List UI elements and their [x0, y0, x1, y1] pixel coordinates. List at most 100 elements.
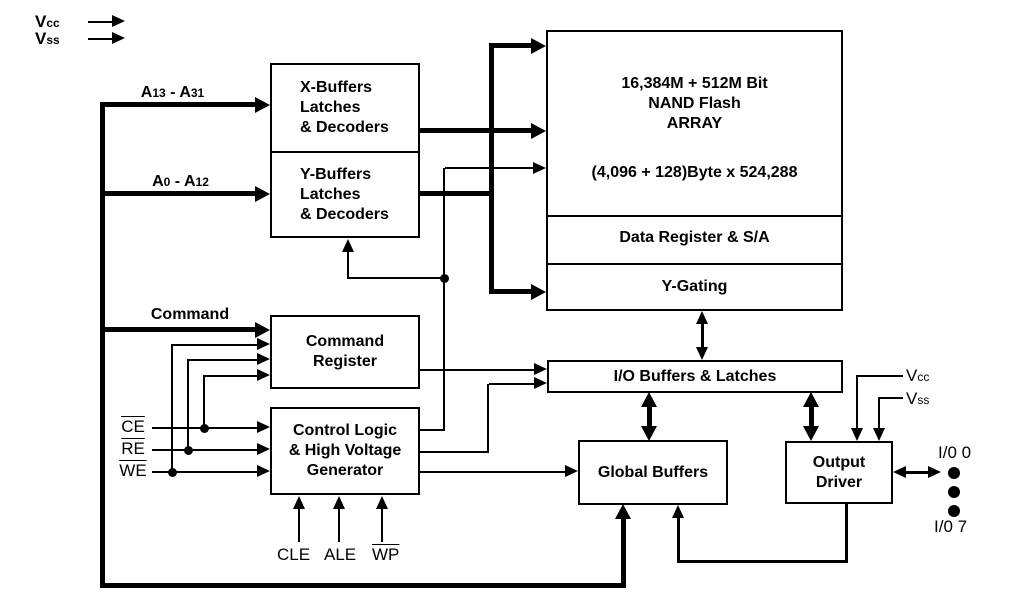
vss-top-arrowhead-icon: [112, 32, 125, 44]
vcc-top-sub: cc: [46, 16, 60, 30]
odrv-feedback-wire-h: [677, 560, 848, 563]
output-driver-label: Output Driver: [812, 453, 866, 491]
vss-top-sub: ss: [46, 33, 60, 47]
ce-branch-wire: [203, 375, 257, 377]
output-driver-box: Output Driver: [785, 441, 893, 504]
io-pin-dot: [948, 505, 960, 517]
re-arrowhead-icon: [257, 443, 270, 455]
ygating-iobuf-wire: [701, 322, 704, 349]
ale-arrowhead-icon: [333, 496, 345, 509]
global-buffers-label: Global Buffers: [597, 463, 709, 481]
a-low-arrowhead-icon: [255, 186, 270, 202]
re-branch-arrowhead-icon: [257, 353, 270, 365]
trunk-arrowhead-icon: [615, 504, 631, 519]
io-pin-first-label: I/0 0: [938, 443, 972, 462]
wp-label: WP: [372, 545, 400, 564]
io-pin-last-label: I/0 7: [934, 517, 968, 536]
ctrl-array-wire: [445, 167, 533, 169]
ce-branch-riser: [203, 376, 205, 428]
command-wire: [105, 327, 255, 332]
we-arrowhead-icon: [257, 465, 270, 477]
x-buffers-label: X-Buffers Latches & Decoders: [300, 79, 389, 136]
ctrl-out2-wire-b: [487, 384, 489, 453]
ybuf-branch-arrowhead-icon: [342, 239, 354, 252]
iobuf-odrv-wire: [809, 405, 814, 428]
ale-label: ALE: [324, 545, 357, 564]
vcc-top-wire: [88, 21, 114, 23]
array-top-wire: [494, 43, 531, 48]
vss-top-wire: [88, 38, 114, 40]
re-label: RE: [121, 439, 145, 458]
a-low-wire: [105, 191, 255, 196]
vcc-right-arrowhead-icon: [851, 428, 863, 441]
y-gating-arrowhead-icon: [531, 284, 546, 300]
iobuf-gbuf-down-arrowhead-icon: [641, 426, 657, 441]
re-branch-riser: [187, 360, 189, 450]
odrv-pins-right-arrowhead-icon: [928, 466, 941, 478]
a-high-wire: [105, 102, 255, 107]
io-buffers-box: I/O Buffers & Latches: [547, 360, 843, 393]
command-label: Command: [150, 306, 230, 323]
ctrl-gbuf-wire: [420, 471, 565, 473]
ale-wire: [338, 509, 340, 542]
ce-arrowhead-icon: [257, 421, 270, 433]
io-pin-dot: [948, 486, 960, 498]
trunk-wire-riser: [621, 517, 626, 587]
ctrl-out2-wire-a: [420, 451, 488, 453]
ctrl-array-arrowhead-icon: [533, 162, 546, 174]
array-divider-2: [548, 263, 841, 265]
control-logic-box: Control Logic & High Voltage Generator: [270, 407, 420, 495]
ybuf-branch-riser: [347, 252, 349, 279]
vcc-top-base: V: [35, 12, 47, 31]
we-branch-wire: [171, 344, 257, 346]
cle-wire: [298, 509, 300, 542]
vss-right-label: Vss: [906, 389, 930, 408]
ctrl-out2-wire-c: [489, 383, 534, 385]
cmdreg-iobuf-wire: [420, 369, 534, 371]
ygating-iobuf-up-arrowhead-icon: [696, 311, 708, 324]
control-logic-label: Control Logic & High Voltage Generator: [288, 422, 402, 479]
data-register-label: Data Register & S/A: [619, 229, 770, 246]
x-buffers-box: X-Buffers Latches & Decoders: [270, 63, 420, 153]
wp-wire: [381, 509, 383, 542]
iobuf-gbuf-wire: [647, 405, 652, 428]
re-branch-dot: [184, 446, 193, 455]
vss-right-arrowhead-icon: [873, 428, 885, 441]
iobuf-gbuf-up-arrowhead-icon: [641, 392, 657, 407]
command-arrowhead-icon: [255, 322, 270, 338]
we-branch-riser: [171, 345, 173, 472]
ygating-iobuf-down-arrowhead-icon: [696, 347, 708, 360]
ctrl-iobuf-arrowhead-icon: [534, 377, 547, 389]
we-branch-arrowhead-icon: [257, 338, 270, 350]
ybuf-branch-wire: [348, 277, 443, 279]
vss-right-wire-h: [878, 397, 903, 399]
io-pin-dot: [948, 467, 960, 479]
iobuf-odrv-down-arrowhead-icon: [803, 426, 819, 441]
vss-top-base: V: [35, 29, 47, 48]
re-wire: [152, 449, 257, 451]
vss-right-wire-v: [878, 397, 880, 428]
trunk-wire-bottom: [100, 583, 626, 588]
xbuf-array-wire: [420, 128, 531, 133]
ybuf-junction-wire: [420, 191, 494, 196]
re-branch-wire: [187, 359, 257, 361]
xbuf-array-arrowhead-icon: [531, 123, 546, 139]
odrv-feedback-wire-v1: [845, 504, 848, 563]
ctrl-gbuf-arrowhead-icon: [565, 465, 578, 477]
odrv-pins-wire: [904, 471, 930, 474]
command-register-label: Command Register: [305, 333, 385, 370]
ce-branch-arrowhead-icon: [257, 369, 270, 381]
array-top-arrowhead-icon: [531, 38, 546, 54]
ce-branch-dot: [200, 424, 209, 433]
cmdreg-iobuf-arrowhead-icon: [534, 363, 547, 375]
odrv-pins-left-arrowhead-icon: [893, 466, 906, 478]
command-register-box: Command Register: [270, 315, 420, 389]
ctrl-riser-wire: [443, 168, 445, 430]
a-low-label: A0 - A12: [152, 173, 209, 190]
array-divider-1: [548, 215, 841, 217]
a-high-label: A13 - A31: [140, 84, 205, 101]
wp-arrowhead-icon: [376, 496, 388, 509]
vcc-top-label: Vcc: [35, 12, 60, 32]
array-capacity: (4,096 + 128)Byte x 524,288: [591, 164, 798, 181]
